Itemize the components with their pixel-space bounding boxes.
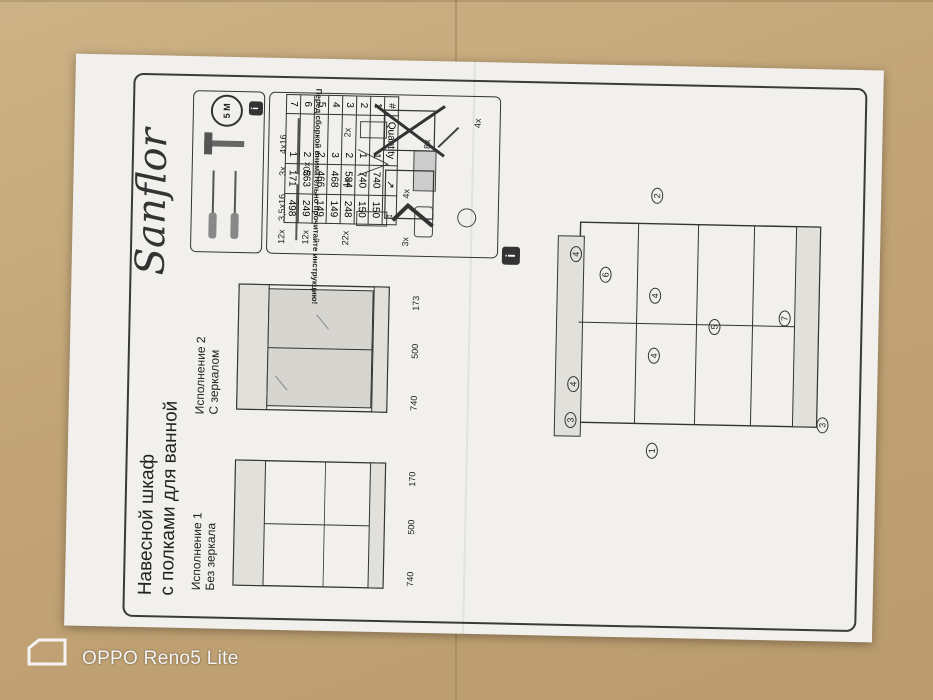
cell: 498: [284, 193, 299, 223]
cell: 7: [286, 94, 301, 114]
cell: 248: [340, 194, 355, 225]
assembly-diagram: [553, 221, 822, 437]
cardboard-seam: [0, 0, 933, 2]
cell: 3: [342, 95, 357, 115]
variant2-cabinet-drawing: [236, 283, 390, 413]
callout-1: 1: [645, 442, 659, 459]
instruction-sheet: Навесной шкаф с полками для ванной Sanfl…: [64, 53, 884, 643]
cell: 6: [300, 94, 315, 114]
variant2-dim-width: 500: [409, 343, 421, 359]
brand-logo: Sanflor: [127, 127, 177, 276]
cell: 584: [340, 164, 356, 195]
cell: 149: [326, 193, 341, 224]
cell: 563: [298, 163, 314, 194]
variant1-cabinet-drawing: [232, 459, 387, 589]
variant2-dim-height: 740: [408, 395, 419, 411]
camera-watermark-icon: [27, 638, 67, 666]
hammer-icon: [203, 132, 245, 155]
info-icon-tools: i: [248, 101, 264, 116]
rotated-content: Навесной шкаф с полками для ванной Sanfl…: [122, 73, 863, 628]
cell: 2: [341, 114, 357, 165]
variant1-dim-width: 500: [406, 519, 417, 535]
cell: 468: [326, 164, 342, 195]
variant1-dim-height: 740: [404, 571, 416, 587]
variant1-desc: Без зеркала: [202, 522, 219, 591]
cell: 1: [285, 113, 301, 164]
cell: 3: [327, 113, 343, 165]
cell: 171: [284, 163, 300, 194]
info-icon-warning: i: [501, 246, 521, 265]
variant2-desc: С зеркалом: [206, 349, 222, 415]
title-line-1: Навесной шкаф: [134, 453, 159, 596]
cell: 4: [328, 95, 343, 115]
variant2-dim-depth: 173: [410, 295, 422, 311]
title-line-2: с полками для ванной: [156, 400, 182, 596]
cell: 249: [298, 193, 313, 224]
cabinet-handling-drawing: [373, 103, 446, 228]
variant1-dim-depth: 170: [407, 471, 418, 487]
camera-watermark-text: OPPO Reno5 Lite: [82, 648, 239, 669]
screwdriver-icon: [208, 170, 239, 239]
